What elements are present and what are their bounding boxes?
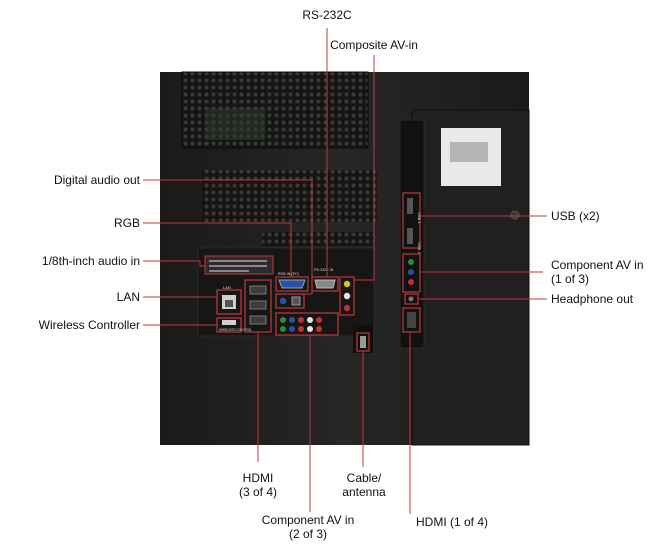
- audio-in-jack: [279, 297, 287, 305]
- usb-port-1: [407, 198, 413, 214]
- comp3-green: [280, 326, 286, 332]
- label-cable-line1: Cable/: [346, 471, 382, 485]
- leader-composite: [354, 55, 375, 281]
- component-av-2-box: [275, 312, 339, 336]
- label-hdmi-3-line2: (3 of 4): [238, 485, 278, 499]
- lan-panel-text: LAN: [223, 285, 231, 290]
- component-av-1-box: [402, 253, 421, 293]
- lower-vent-mesh: [262, 232, 374, 246]
- label-plate-line-1: [209, 260, 267, 262]
- usb1-panel-text: USB 1: [417, 212, 422, 224]
- leader-lines: [143, 28, 547, 514]
- label-component-av-2: Component AV in (2 of 3): [262, 513, 355, 541]
- rgb-panel-text: RGB IN (PC): [278, 272, 299, 276]
- rgb-port: [278, 279, 306, 289]
- comp3-blue: [289, 326, 295, 332]
- label-component-av-2-line2: (2 of 3): [288, 527, 328, 541]
- leader-audio-in: [143, 260, 205, 267]
- label-digital-audio-out: Digital audio out: [53, 173, 140, 187]
- comp2-red: [298, 317, 304, 323]
- leader-rgb: [143, 222, 292, 277]
- sticker-graphic: [450, 142, 488, 162]
- comp2-blue: [289, 317, 295, 323]
- component-1-jack-b: [408, 269, 414, 275]
- label-headphone-out: Headphone out: [551, 292, 634, 306]
- composite-jack-white: [343, 292, 351, 300]
- label-component-av-1-line1: Component AV in: [551, 258, 644, 272]
- label-component-av-2-line1: Component AV in: [261, 513, 355, 527]
- usb-port-2: [407, 228, 413, 244]
- comp3-red: [298, 326, 304, 332]
- hdmi-1-port: [407, 312, 416, 328]
- label-plate-line-3: [209, 270, 249, 272]
- internal-board: [205, 108, 265, 140]
- headphone-jack: [408, 296, 414, 302]
- label-audio-in: 1/8th-inch audio in: [41, 254, 140, 268]
- hdmi-1-box: [402, 307, 421, 333]
- audio-digital-box: [275, 293, 305, 309]
- composite-jack-red: [343, 304, 351, 312]
- composite-box: [339, 276, 355, 316]
- optical-out-port: [291, 296, 301, 306]
- usb2-panel-text: USB 2: [417, 242, 422, 254]
- label-plate-line-2: [209, 265, 267, 267]
- middle-vent-mesh: [202, 170, 377, 222]
- label-component-av-1-line2: (1 of 3): [551, 272, 590, 286]
- rs232-port: [314, 279, 336, 289]
- leader-digital-audio: [143, 179, 313, 295]
- label-usb: USB (x2): [551, 209, 600, 223]
- composite-jack-yellow: [343, 280, 351, 288]
- component-1-jack-a: [408, 259, 414, 265]
- antenna-connector: [360, 336, 366, 348]
- label-cable-line2: antenna: [342, 485, 386, 499]
- component-1-jack-c: [408, 279, 414, 285]
- lan-port-inner: [225, 300, 233, 307]
- comp2-white: [307, 317, 313, 323]
- label-hdmi-3: HDMI (3 of 4): [239, 471, 277, 499]
- comp3-white: [307, 326, 313, 332]
- label-component-av-1: Component AV in (1 of 3): [551, 258, 644, 286]
- label-cable-antenna: Cable/ antenna: [342, 471, 385, 499]
- hdmi-port-a: [249, 285, 267, 295]
- comp2-green: [280, 317, 286, 323]
- wireless-port: [222, 320, 236, 325]
- rs232-panel-text: RS-232C IN: [314, 268, 334, 272]
- label-hdmi-1: HDMI (1 of 4): [415, 515, 489, 529]
- label-rs232c: RS-232C: [302, 8, 352, 22]
- comp2-red-2: [316, 317, 322, 323]
- label-rgb: RGB: [113, 216, 140, 230]
- label-lan: LAN: [116, 290, 140, 304]
- rgb-box: [275, 276, 309, 292]
- comp3-red-2: [316, 326, 322, 332]
- screw: [510, 210, 520, 220]
- label-composite-av-in: Composite AV-in: [330, 38, 418, 52]
- hdmi-port-c: [249, 315, 267, 325]
- usb-callout-box: [402, 192, 421, 249]
- wireless-panel-text: WIRELESS CONTROL: [219, 328, 252, 332]
- label-hdmi-3-line1: HDMI: [242, 471, 274, 485]
- lan-box: [216, 289, 242, 315]
- hdmi-port-b: [249, 300, 267, 310]
- label-wireless-controller: Wireless Controller: [38, 318, 140, 332]
